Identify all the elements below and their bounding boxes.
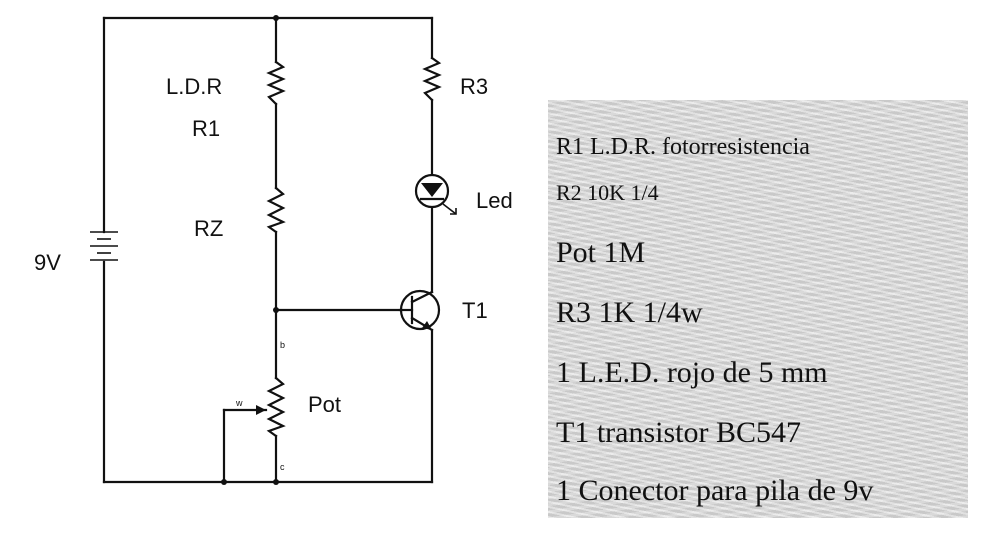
parts-item-r3: R3 1K 1/4w [556,296,703,329]
ldr-r1-resistor [266,60,286,106]
battery-label: 9V [34,250,61,275]
pot-label: Pot [308,392,341,417]
r1-label: R1 [192,116,220,141]
r3-label: R3 [460,74,488,99]
parts-list-panel: R1 L.D.R. fotorresistencia R2 10K 1/4 Po… [548,100,968,518]
led-symbol [414,173,457,215]
parts-item-pot: Pot 1M [556,236,646,269]
parts-item-led: 1 L.E.D. rojo de 5 mm [556,356,828,389]
battery-symbol [90,231,118,261]
parts-item-r2: R2 10K 1/4 [556,180,659,205]
wires [102,16,434,484]
t1-label: T1 [462,298,488,323]
junction-dots [221,15,279,485]
parts-item-connector: 1 Conector para pila de 9v [556,474,874,507]
led-label: Led [476,188,513,213]
transistor-t1-symbol [398,289,441,332]
r3-resistor [422,56,442,102]
pot-terminal-b: b [280,340,285,350]
ldr-label: L.D.R [166,74,222,99]
r2-label: RZ [194,216,223,241]
pot-terminal-c: c [280,462,285,472]
r2-resistor [266,186,286,234]
parts-item-t1: T1 transistor BC547 [556,416,801,449]
parts-item-r1: R1 L.D.R. fotorresistencia [556,134,810,160]
pot-terminal-w: w [235,398,243,408]
potentiometer-symbol [256,376,286,438]
